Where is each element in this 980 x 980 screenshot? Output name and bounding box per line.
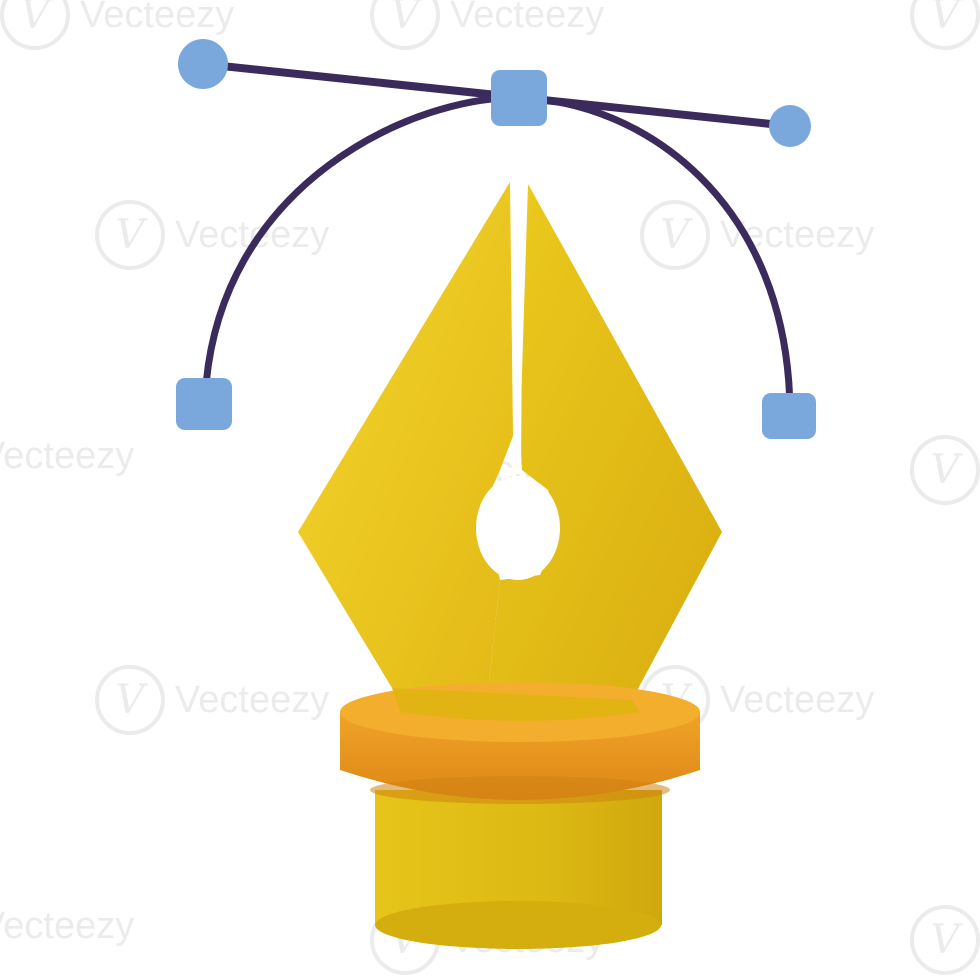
pen-collar-bottom-shadow [370, 776, 670, 804]
pen-nib-left [298, 182, 513, 700]
nib-slit [513, 182, 523, 474]
anchor-point-icon [176, 378, 232, 430]
anchor-point-icon [491, 70, 547, 126]
pen-nib-right [487, 184, 722, 700]
nib-breather-hole [476, 476, 560, 580]
pen-base-bottom [375, 901, 661, 949]
pen-nib-bottom [392, 688, 640, 721]
control-handle-icon [178, 39, 228, 89]
control-handle-icon [769, 105, 811, 147]
anchor-point-icon [762, 393, 816, 439]
